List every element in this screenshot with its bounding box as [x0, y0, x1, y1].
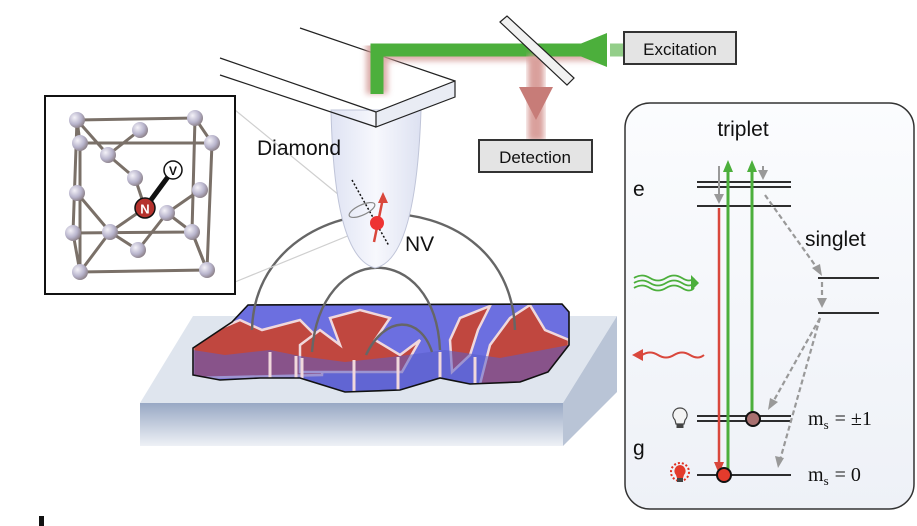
lattice-inset: N V — [44, 95, 236, 295]
nv-label: NV — [405, 233, 434, 256]
excitation-label: Excitation — [643, 40, 717, 59]
detection-arrow-icon — [519, 87, 553, 120]
nv-spin — [348, 179, 390, 247]
excitation-beam — [366, 33, 625, 94]
red-light-wave-icon — [632, 349, 705, 361]
green-light-wave-icon — [633, 274, 699, 292]
energy-level-panel: triplet singlet e g — [624, 102, 915, 510]
magnetic-sample — [193, 304, 569, 392]
detection-label-box: Detection — [478, 139, 593, 173]
nv-center-dot — [370, 216, 384, 230]
sample-outline — [192, 303, 570, 393]
energy-levels — [697, 181, 879, 476]
cantilever — [219, 27, 456, 128]
ms-pm1-label: ms= ±1 — [808, 408, 872, 432]
bulb-on-icon — [670, 462, 690, 482]
excited-state-label: e — [633, 178, 645, 201]
ms-0-label: ms= 0 — [808, 464, 861, 488]
panel-label-fragment — [39, 516, 44, 526]
diamond-label: Diamond — [257, 137, 341, 160]
nitrogen-label: N — [140, 202, 149, 217]
diamond-tip — [330, 109, 422, 269]
vacancy-site — [163, 160, 183, 180]
vacancy-label: V — [169, 164, 177, 178]
excitation-arrow-icon — [565, 33, 607, 67]
triplet-label: triplet — [717, 118, 769, 141]
bulb-off-icon — [672, 407, 688, 428]
ground-state-label: g — [633, 437, 645, 460]
mirror-icon — [499, 15, 575, 86]
transition-arrows — [714, 160, 827, 475]
detection-beam — [519, 55, 553, 141]
nitrogen-atom — [134, 197, 156, 219]
ms-0-population-dot — [716, 467, 732, 483]
singlet-label: singlet — [805, 228, 866, 251]
detection-label: Detection — [499, 148, 571, 167]
excitation-label-box: Excitation — [623, 31, 737, 65]
ms-pm1-population-dot — [745, 411, 761, 427]
